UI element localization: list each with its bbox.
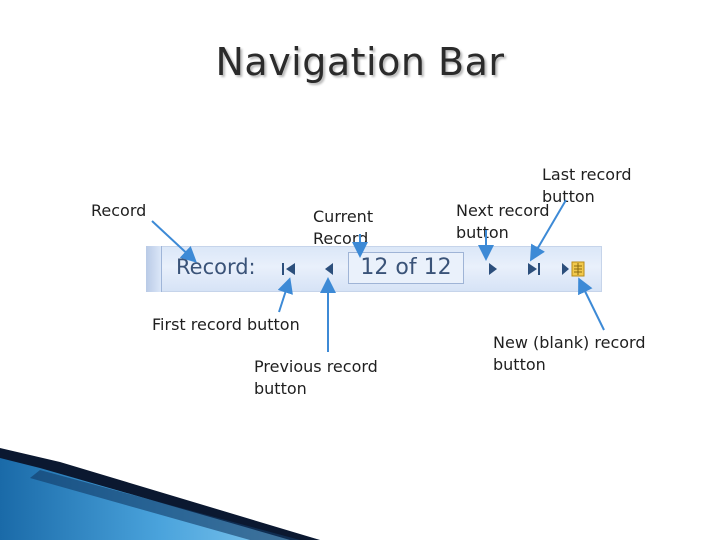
record-label: Record: [176, 255, 256, 279]
decorative-swoosh [0, 448, 320, 540]
current-record-counter[interactable]: 12 of 12 [348, 252, 464, 284]
label-current-record: Current Record [313, 207, 374, 248]
navigation-bar-edge [146, 246, 162, 292]
label-last-record: Last record button [542, 165, 632, 206]
new-record-icon[interactable] [560, 259, 586, 279]
previous-record-icon[interactable] [322, 261, 336, 277]
next-record-icon[interactable] [486, 261, 500, 277]
first-record-icon[interactable] [280, 261, 298, 277]
slide-title: Navigation Bar [215, 40, 505, 84]
label-previous-record: Previous record button [254, 357, 378, 398]
last-record-icon[interactable] [525, 261, 543, 277]
label-first-record: First record button [152, 315, 300, 334]
label-next-record: Next record button [456, 201, 550, 242]
label-new-record: New (blank) record button [493, 333, 646, 374]
label-record: Record [91, 201, 147, 220]
